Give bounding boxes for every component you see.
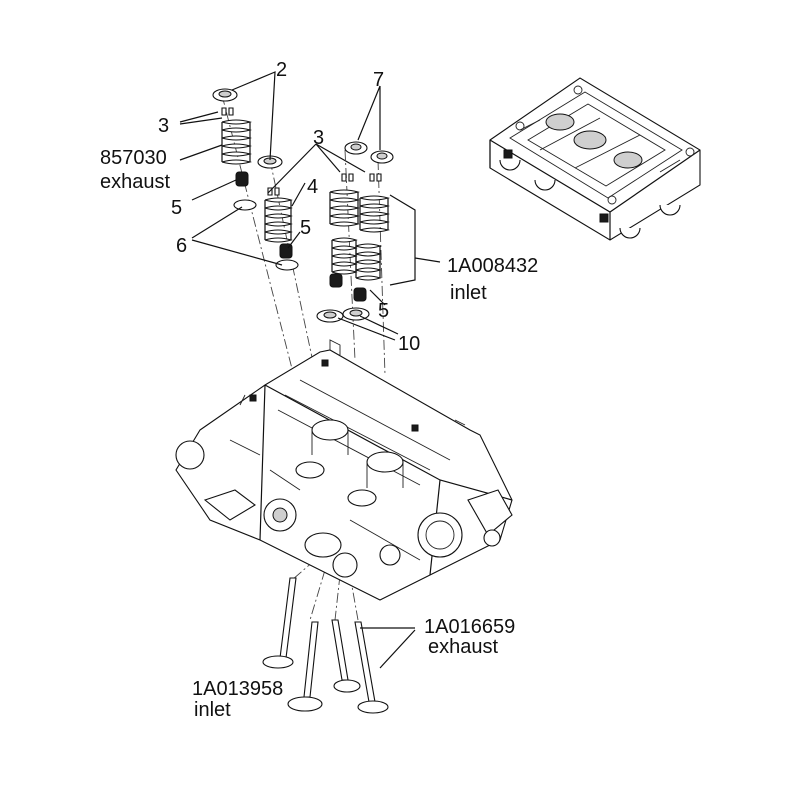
- callout-10: 10: [398, 333, 420, 355]
- callout-labels: 2 3 3 4 5 5 5 6 7 10 857030 exhaust 1A00…: [100, 59, 538, 721]
- exhaust-spring-part-no: 857030: [100, 147, 167, 169]
- callout-5-left: 5: [171, 197, 182, 219]
- inlet-spring-part-no: 1A008432: [447, 255, 538, 277]
- callout-3-center: 3: [313, 127, 324, 149]
- callout-6: 6: [176, 235, 187, 257]
- exhaust-valve-part-no: 1A016659: [424, 616, 515, 638]
- callout-2: 2: [276, 59, 287, 81]
- exhaust-spring-desc: exhaust: [100, 171, 170, 193]
- valves: [262, 577, 389, 714]
- callout-7: 7: [373, 69, 384, 91]
- cylinder-head: [175, 339, 513, 601]
- inlet-valve-desc: inlet: [194, 699, 231, 721]
- exhaust-valve-desc: exhaust: [428, 636, 498, 658]
- callout-5-center: 5: [300, 217, 311, 239]
- callout-3-left: 3: [158, 115, 169, 137]
- callout-5-right: 5: [378, 300, 389, 322]
- exhaust-valve-train: [212, 88, 299, 271]
- inlet-valve-part-no: 1A013958: [192, 678, 283, 700]
- leader-lines: [179, 71, 441, 669]
- cam-carrier: [489, 77, 701, 241]
- callout-4: 4: [307, 176, 318, 198]
- inlet-valve-train: [316, 141, 394, 323]
- inlet-spring-desc: inlet: [450, 282, 487, 304]
